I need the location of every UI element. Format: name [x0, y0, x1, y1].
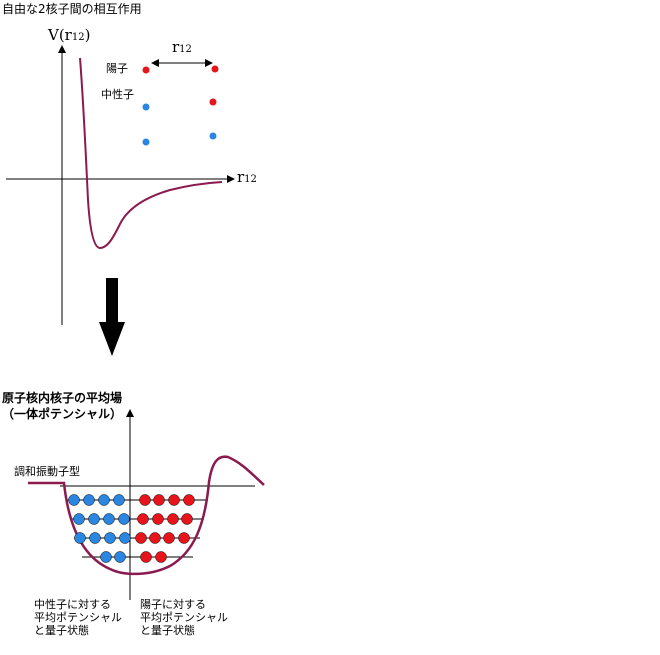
neutron-dot [142, 103, 150, 111]
neutron-dot [209, 132, 217, 140]
neutron-states [68, 494, 131, 563]
nucleon-potential-curve [79, 57, 223, 250]
down-arrow-icon [99, 278, 125, 356]
top-title: 自由な2核子間の相互作用 [2, 2, 142, 16]
neutron-state [104, 532, 116, 544]
energy-levels [67, 499, 208, 558]
bottom-title-line1: 原子核内核子の平均場 [2, 391, 123, 405]
neutron-state [74, 532, 86, 544]
neutron-legend-label: 中性子 [101, 88, 134, 101]
proton-state [153, 494, 165, 506]
proton-state [168, 494, 180, 506]
proton-state [167, 513, 179, 525]
neutron-state [89, 532, 101, 544]
neutron-state [103, 513, 115, 525]
x-axis-label: r12 [237, 168, 257, 186]
neutron-dot [142, 138, 150, 146]
proton-state [181, 513, 193, 525]
proton-state [178, 532, 190, 544]
proton-state [140, 551, 152, 563]
mean-field-potential-curve [28, 455, 265, 576]
neutron-state [113, 494, 125, 506]
neutron-state [73, 513, 85, 525]
well-type-label: 調和振動子型 [14, 465, 80, 478]
proton-caption: 陽子に対する 平均ポテンシャル と量子状態 [140, 598, 228, 637]
proton-state [155, 551, 167, 563]
neutron-state [88, 513, 100, 525]
proton-state [183, 494, 195, 506]
neutron-state [118, 513, 130, 525]
proton-dot [209, 98, 217, 106]
proton-state [163, 532, 175, 544]
bottom-title: 原子核内核子の平均場 （一体ポテンシャル） [2, 390, 122, 422]
y-axis-label: V(r12) [48, 26, 91, 44]
neutron-state [100, 551, 112, 563]
neutron-caption: 中性子に対する 平均ポテンシャル と量子状態 [34, 598, 122, 637]
proton-dot [211, 65, 219, 73]
neutron-state [68, 494, 80, 506]
proton-dot [142, 66, 150, 74]
proton-states [135, 494, 195, 563]
distance-label: r12 [172, 38, 192, 56]
neutron-state [119, 532, 131, 544]
proton-state [152, 513, 164, 525]
bottom-title-line2: （一体ポテンシャル） [2, 407, 123, 421]
proton-state [149, 532, 161, 544]
neutron-state [83, 494, 95, 506]
proton-legend-label: 陽子 [106, 62, 128, 75]
neutron-state [114, 551, 126, 563]
proton-state [135, 532, 147, 544]
proton-state [139, 494, 151, 506]
proton-state [137, 513, 149, 525]
neutron-state [98, 494, 110, 506]
